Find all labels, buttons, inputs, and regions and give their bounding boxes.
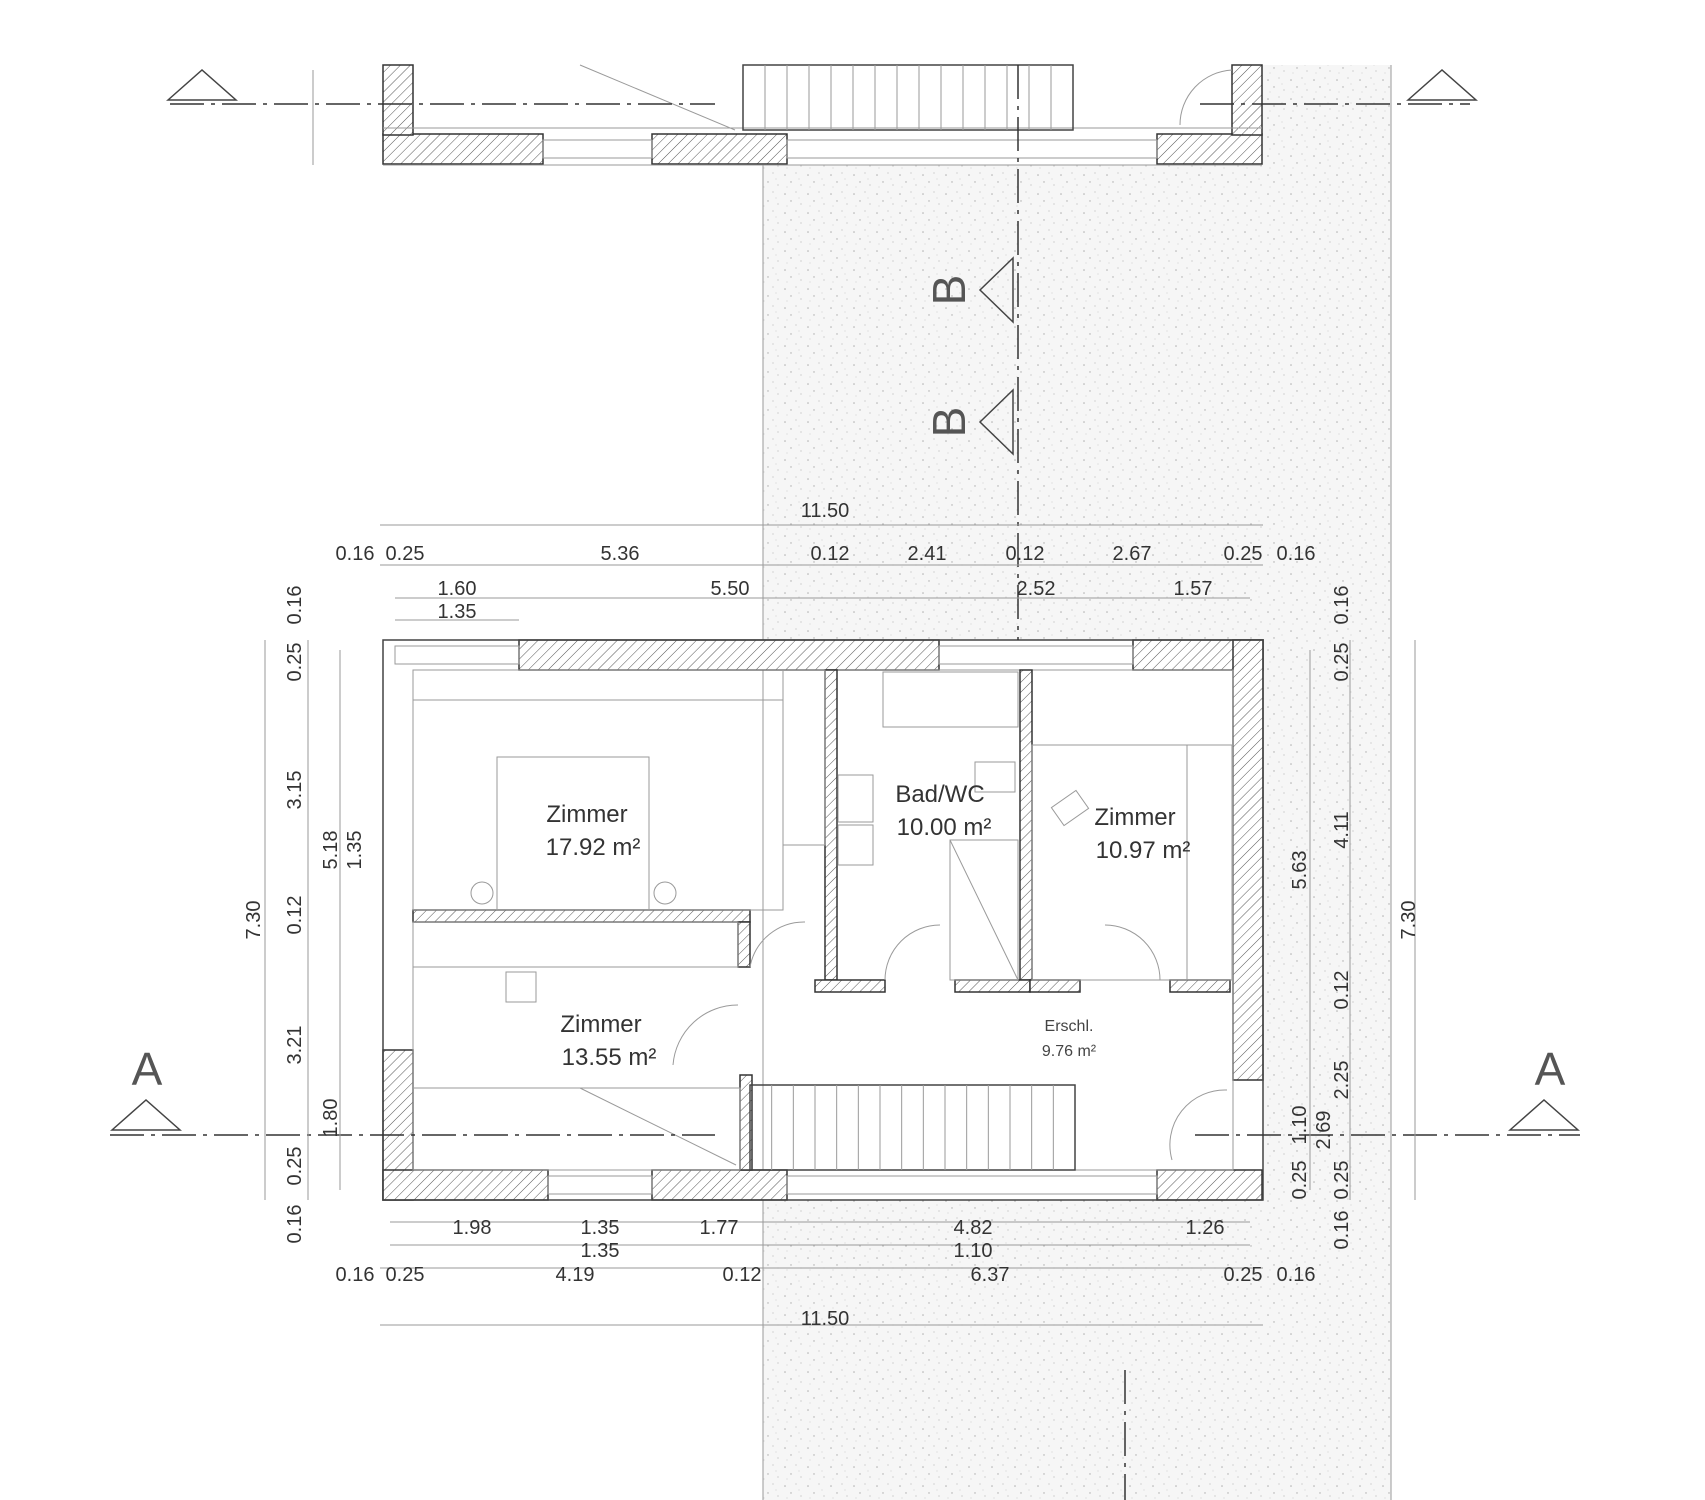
dimension-label: 1.77 xyxy=(700,1217,739,1239)
dimension-label: 0.12 xyxy=(723,1264,762,1286)
dimension-label: 0.25 xyxy=(1224,1264,1263,1286)
dimension-right-overall: 7.30 xyxy=(1398,901,1420,940)
dimension-label: 0.25 xyxy=(1289,1161,1311,1200)
dimension-label: 2.25 xyxy=(1331,1061,1353,1100)
top-dimensions: 11.50 0.16 0.25 5.36 0.12 2.41 0.12 2.67… xyxy=(336,500,1316,623)
dimension-label: 0.25 xyxy=(1224,543,1263,565)
main-staircase xyxy=(749,1084,1076,1171)
room-name: Bad/WC xyxy=(895,781,984,808)
dimension-label: 1.26 xyxy=(1186,1217,1225,1239)
room-area: 13.55 m² xyxy=(562,1044,657,1071)
dimension-label: 2.67 xyxy=(1113,543,1152,565)
dimension-label: 1.98 xyxy=(453,1217,492,1239)
room-area: 10.00 m² xyxy=(897,814,992,841)
dimension-label: 0.25 xyxy=(284,1147,306,1186)
section-letter-a-right: A xyxy=(1535,1043,1566,1095)
room-area: 9.76 m² xyxy=(1042,1043,1097,1060)
dimension-label: 5.63 xyxy=(1289,851,1311,890)
dimension-label: 5.18 xyxy=(320,831,342,870)
right-dimensions: 5.63 1.10 2.69 0.25 0.16 0.25 4.11 0.12 … xyxy=(1289,586,1420,1250)
dimension-label: 2.69 xyxy=(1313,1111,1335,1150)
room-labels: Zimmer 17.92 m² Bad/WC 10.00 m² Zimmer 1… xyxy=(546,781,1191,1071)
interior-walls xyxy=(412,669,1234,1171)
dimension-top-overall: 11.50 xyxy=(801,500,850,522)
left-dimensions: 0.16 0.25 3.15 0.12 3.21 0.25 0.16 7.30 … xyxy=(243,586,366,1244)
dimension-label: 0.16 xyxy=(336,543,375,565)
dimension-label: 0.16 xyxy=(336,1264,375,1286)
dimension-label: 1.57 xyxy=(1174,578,1213,600)
dimension-label: 1.35 xyxy=(581,1217,620,1239)
dimension-label: 1.80 xyxy=(320,1099,342,1138)
dimension-label: 0.16 xyxy=(1277,543,1316,565)
room-name: Erschl. xyxy=(1045,1018,1094,1035)
dimension-label: 0.25 xyxy=(1331,643,1353,682)
dimension-label: 0.16 xyxy=(1277,1264,1316,1286)
dimension-label: 0.12 xyxy=(811,543,850,565)
dimension-label: 6.37 xyxy=(971,1264,1010,1286)
dimension-label: 5.36 xyxy=(601,543,640,565)
dimension-label: 5.50 xyxy=(711,578,750,600)
dimension-label: 4.19 xyxy=(556,1264,595,1286)
upper-staircase xyxy=(742,64,1074,131)
dimension-label: 0.16 xyxy=(284,586,306,625)
section-letter-b-upper: B xyxy=(923,275,975,306)
room-area: 17.92 m² xyxy=(546,834,641,861)
dimension-label: 1.35 xyxy=(344,831,366,870)
room-name: Zimmer xyxy=(560,1011,641,1038)
room-name: Zimmer xyxy=(1094,804,1175,831)
section-letters: A A B B xyxy=(132,275,1566,1095)
dimension-label: 3.15 xyxy=(284,771,306,810)
section-axes xyxy=(110,65,1580,1500)
dimension-left-overall: 7.30 xyxy=(243,901,265,940)
upper-building-fragment xyxy=(312,64,1263,166)
dimension-label: 0.25 xyxy=(284,643,306,682)
room-name: Zimmer xyxy=(546,801,627,828)
section-letter-b-lower: B xyxy=(923,407,975,438)
dimension-label: 0.25 xyxy=(386,1264,425,1286)
dimension-bottom-overall: 11.50 xyxy=(801,1308,850,1330)
dimension-label: 1.10 xyxy=(954,1240,993,1262)
dimension-lines xyxy=(264,524,1416,1326)
doors xyxy=(672,921,1228,1161)
dimension-label: 0.16 xyxy=(284,1205,306,1244)
furniture xyxy=(470,671,1090,1166)
dimension-label: 0.12 xyxy=(1006,543,1045,565)
dimension-label: 2.52 xyxy=(1017,578,1056,600)
room-area: 10.97 m² xyxy=(1096,837,1191,864)
dimension-label: 1.10 xyxy=(1289,1106,1311,1145)
dimension-label: 1.35 xyxy=(581,1240,620,1262)
bottom-dimensions: 1.98 1.35 1.77 4.82 1.26 1.35 1.10 0.16 … xyxy=(336,1217,1316,1330)
dimension-label: 0.16 xyxy=(1331,1211,1353,1250)
dimension-label: 4.11 xyxy=(1331,811,1353,848)
dimension-label: 0.12 xyxy=(284,896,306,935)
dimension-label: 3.21 xyxy=(284,1026,306,1065)
dimension-label: 0.25 xyxy=(1331,1161,1353,1200)
dimension-label: 4.82 xyxy=(954,1217,993,1239)
section-letter-a-left: A xyxy=(132,1043,163,1095)
dimension-label: 0.16 xyxy=(1331,586,1353,625)
paving-area xyxy=(762,65,1392,1500)
section-markers xyxy=(110,68,1580,1131)
dimension-label: 2.41 xyxy=(908,543,947,565)
exterior-walls xyxy=(382,639,1264,1201)
dimension-label: 0.25 xyxy=(386,543,425,565)
dimension-label: 1.60 xyxy=(438,578,477,600)
dimension-label: 0.12 xyxy=(1331,971,1353,1010)
dimension-label: 1.35 xyxy=(438,601,477,623)
